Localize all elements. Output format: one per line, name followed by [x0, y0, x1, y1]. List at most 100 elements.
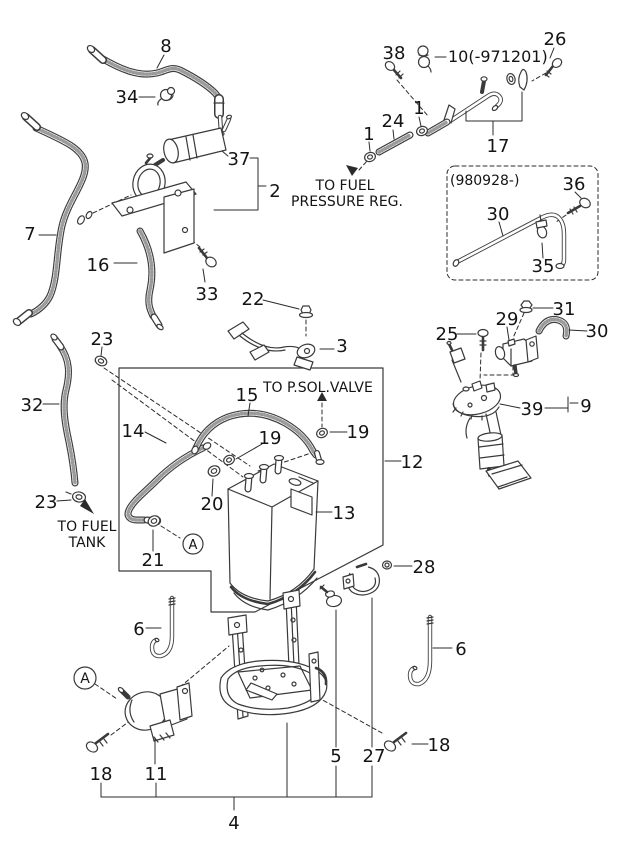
- callout-30-right: 30: [586, 321, 609, 342]
- clip-34-art: [157, 86, 176, 106]
- to-fuel-pressure-reg-arrow: [346, 165, 358, 176]
- hose-32-art: [50, 333, 79, 487]
- pipe-17-art: [443, 68, 528, 124]
- j-hook-6-left-art: [149, 595, 176, 659]
- annotation-labels: TO FUEL PRESSURE REG. TO P.SOL.VALVE TO …: [57, 173, 520, 551]
- hose-30-right-art: [535, 316, 571, 340]
- callout-39: 39: [521, 399, 544, 420]
- callout-8: 8: [160, 36, 171, 57]
- callout-13: 13: [333, 503, 356, 524]
- callout-18-left: 18: [90, 764, 113, 785]
- clamp-23-bottom-art: [65, 491, 87, 503]
- hose-7-art: [12, 111, 89, 327]
- callout-11: 11: [145, 764, 168, 785]
- hose-14-art: [124, 442, 212, 526]
- leader-lines: [38, 47, 588, 811]
- canister-13-art: [227, 454, 319, 611]
- clip-10-art: [417, 45, 432, 73]
- fuel-filter-37-art: [153, 114, 233, 167]
- callout-24: 24: [382, 111, 405, 132]
- to-fuel-pressure-reg-line2: PRESSURE REG.: [291, 194, 403, 210]
- callout-34: 34: [116, 87, 139, 108]
- callout-15: 15: [236, 385, 259, 406]
- callout-23-top: 23: [91, 329, 114, 350]
- callout-6-left: 6: [133, 619, 144, 640]
- bracket-3-art: [227, 321, 316, 371]
- purge-valve-11-art: [117, 682, 193, 743]
- view-marker-a-mid-label: A: [189, 538, 198, 553]
- callout-3: 3: [336, 336, 347, 357]
- hose-24-art: [375, 118, 451, 156]
- bolt-33-art: [197, 246, 217, 268]
- callout-7: 7: [24, 224, 35, 245]
- callout-29: 29: [496, 309, 519, 330]
- clamp-21-art: [147, 515, 161, 527]
- to-psol-valve-arrow: [317, 392, 327, 401]
- nut-28-art: [381, 560, 393, 570]
- clamp-1-right-art: [416, 125, 428, 137]
- callout-2: 2: [269, 181, 280, 202]
- callout-35: 35: [532, 256, 555, 277]
- to-fuel-pressure-reg-line1: TO FUEL: [315, 178, 375, 194]
- callout-1-right: 1: [413, 98, 424, 119]
- clamp-19-right-art: [316, 427, 328, 439]
- callout-27: 27: [363, 746, 386, 767]
- callout-25: 25: [436, 324, 459, 345]
- callout-20: 20: [201, 494, 224, 515]
- bolt-38-art: [384, 60, 404, 80]
- callout-38: 38: [383, 43, 406, 64]
- assembly-box-12-outline: [118, 367, 384, 613]
- bolt-18-right-art: [383, 731, 408, 752]
- callout-26: 26: [544, 29, 567, 50]
- view-marker-a-bottom: A: [73, 666, 97, 690]
- bolt-36-art: [566, 197, 591, 215]
- date-range-label: (980928-): [450, 173, 519, 189]
- view-marker-a-mid: A: [182, 533, 204, 555]
- callout-10: 10(-971201): [448, 47, 548, 66]
- hose-16-art: [76, 210, 164, 331]
- callout-37: 37: [228, 149, 251, 170]
- nut-31-art: [519, 300, 533, 314]
- callout-19-left: 19: [259, 428, 282, 449]
- pipe-30-art: [452, 212, 567, 270]
- hose-15-art: [191, 409, 325, 466]
- callout-14: 14: [122, 421, 145, 442]
- callout-30-box: 30: [487, 204, 510, 225]
- fuel-pump-assembly-art: [446, 340, 532, 490]
- callout-4: 4: [228, 813, 239, 834]
- clamp-23-top-art: [94, 355, 108, 367]
- j-hook-6-right-art: [407, 614, 434, 687]
- bolt-25-art: [477, 328, 489, 352]
- callout-22: 22: [242, 289, 265, 310]
- clamp-19-left-art: [223, 454, 235, 466]
- callout-labels: 8 34 37 2 7 16 33 38 10(-971201) 26 24 1…: [21, 29, 609, 834]
- bolt-26-art: [544, 57, 563, 78]
- callout-28: 28: [413, 557, 436, 578]
- to-fuel-tank-line1: TO FUEL: [57, 519, 117, 535]
- filter-bracket-2-art: [111, 153, 197, 254]
- callout-1-left: 1: [363, 124, 374, 145]
- callout-32: 32: [21, 395, 44, 416]
- callout-5: 5: [330, 746, 341, 767]
- bolt-18-left-art: [85, 732, 110, 753]
- grommet-5-art: [319, 584, 343, 608]
- callout-19-right: 19: [347, 422, 370, 443]
- clamp-35-art: [535, 214, 548, 239]
- valve-29-art: [494, 335, 539, 378]
- clamp-27-art: [342, 562, 380, 596]
- callout-31: 31: [553, 299, 576, 320]
- callout-33: 33: [196, 284, 219, 305]
- callout-23-bottom: 23: [35, 492, 58, 513]
- clamp-20-art: [207, 465, 221, 477]
- callout-17: 17: [487, 136, 510, 157]
- mounting-frame-4-art: [219, 589, 328, 720]
- to-fuel-tank-arrow: [80, 499, 94, 514]
- callout-9: 9: [580, 396, 591, 417]
- view-marker-a-bottom-label: A: [80, 671, 90, 687]
- to-psol-valve-label: TO P.SOL.VALVE: [262, 380, 373, 396]
- nut-22-art: [298, 305, 314, 319]
- callout-18-right: 18: [428, 735, 451, 756]
- callout-36: 36: [563, 174, 586, 195]
